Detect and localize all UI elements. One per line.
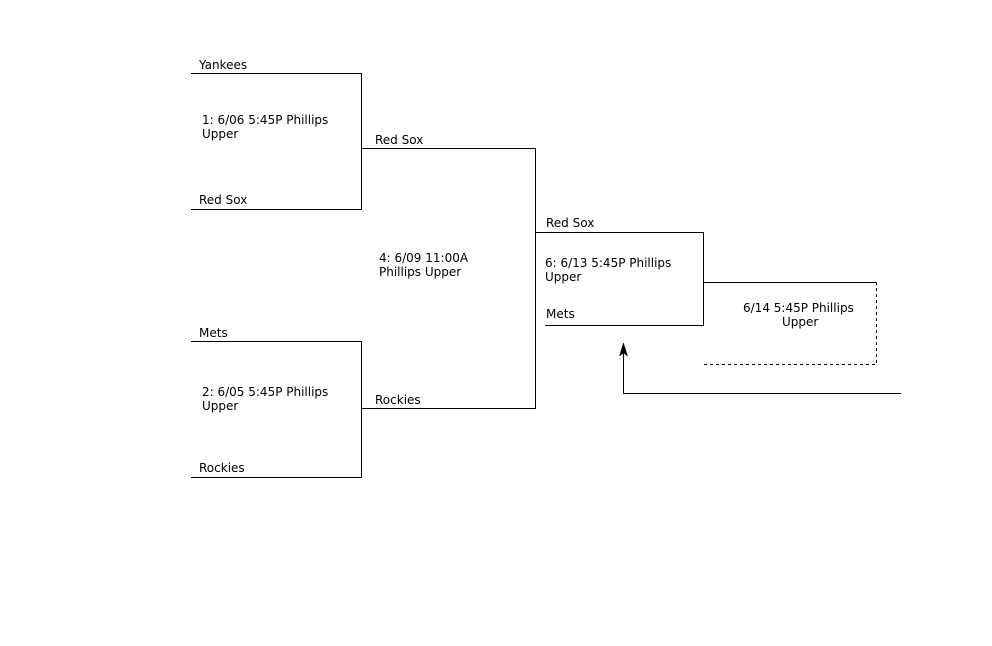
game2-team-bottom: Rockies (199, 461, 245, 475)
game2-info-line1: 2: 6/05 5:45P Phillips (202, 385, 329, 399)
game4-info-line2: Phillips Upper (379, 265, 462, 279)
return-arrow-line (623, 350, 901, 394)
final-info-line2: Upper (782, 315, 819, 329)
game4-team-top: Red Sox (375, 133, 424, 147)
game1-team-bottom: Red Sox (199, 193, 248, 207)
final-info-line1: 6/14 5:45P Phillips (743, 301, 854, 315)
game4-info-line1: 4: 6/09 11:00A (379, 251, 469, 265)
game4-team-bottom: Rockies (375, 393, 421, 407)
game2-info-line2: Upper (202, 399, 239, 413)
game6-team-bottom: Mets (546, 307, 575, 321)
game1-info-line1: 1: 6/06 5:45P Phillips (202, 113, 329, 127)
game6-info-line2: Upper (545, 270, 582, 284)
game6-team-top: Red Sox (546, 216, 595, 230)
game1-info-line2: Upper (202, 127, 239, 141)
game1-team-top: Yankees (199, 58, 248, 72)
game2-team-top: Mets (199, 326, 228, 340)
game6-info-line1: 6: 6/13 5:45P Phillips (545, 256, 672, 270)
arrow-head-icon (619, 342, 628, 357)
